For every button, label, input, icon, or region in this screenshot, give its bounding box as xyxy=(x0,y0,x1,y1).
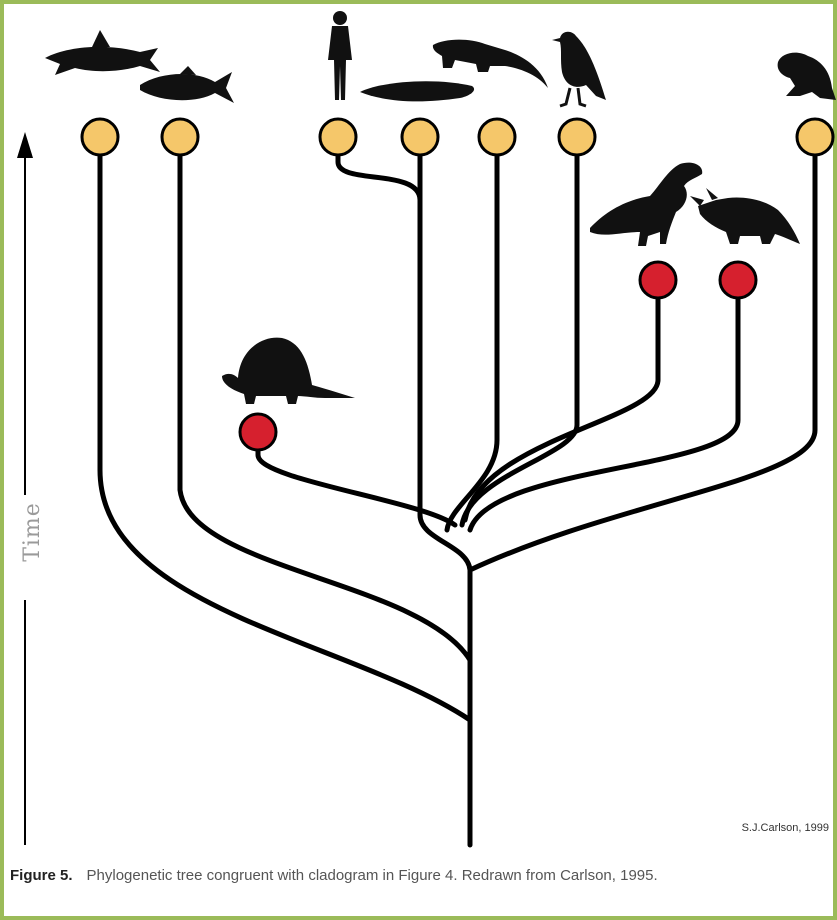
lizard-icon xyxy=(432,39,548,88)
lizard-branch xyxy=(444,137,500,533)
time-axis-label: Time xyxy=(20,502,45,562)
caption-text: Phylogenetic tree congruent with cladogr… xyxy=(86,867,658,884)
human-branch xyxy=(335,137,423,203)
tyrannosaur-icon xyxy=(590,162,703,246)
lizard-node xyxy=(477,117,517,157)
human-icon xyxy=(328,11,352,100)
figure-caption: Figure 5. Phylogenetic tree congruent wit… xyxy=(10,866,825,886)
extinct-nodes xyxy=(238,260,758,452)
frog-icon xyxy=(777,52,836,100)
human-node xyxy=(318,117,358,157)
figure-credit: S.J.Carlson, 1999 xyxy=(741,822,829,834)
shark-icon xyxy=(45,30,160,75)
dimetrodon-icon xyxy=(222,337,355,404)
lungfish-branch xyxy=(417,137,473,573)
bird-icon xyxy=(552,31,606,108)
figure-label: Figure 5. xyxy=(10,867,73,884)
shark-branch xyxy=(97,137,473,723)
triceratops-icon xyxy=(690,188,800,244)
silhouettes xyxy=(45,11,836,404)
tree-branches xyxy=(97,137,818,848)
living-nodes xyxy=(80,117,835,157)
dimetrodon-branch xyxy=(255,429,458,528)
tyrannosaur-branch xyxy=(462,277,661,523)
bird-branch xyxy=(459,137,580,528)
frog-node xyxy=(795,117,835,157)
lungfish-icon xyxy=(360,81,475,102)
tuna-node xyxy=(160,117,200,157)
tuna-icon xyxy=(140,66,234,103)
lungfish-node xyxy=(400,117,440,157)
frog-branch xyxy=(467,137,818,573)
tuna-branch xyxy=(177,137,473,663)
dimetrodon-node xyxy=(238,412,278,452)
time-axis xyxy=(17,132,33,845)
bird-node xyxy=(557,117,597,157)
tyrannosaur-node xyxy=(638,260,678,300)
triceratops-branch xyxy=(467,277,741,533)
triceratops-node xyxy=(718,260,758,300)
shark-node xyxy=(80,117,120,157)
